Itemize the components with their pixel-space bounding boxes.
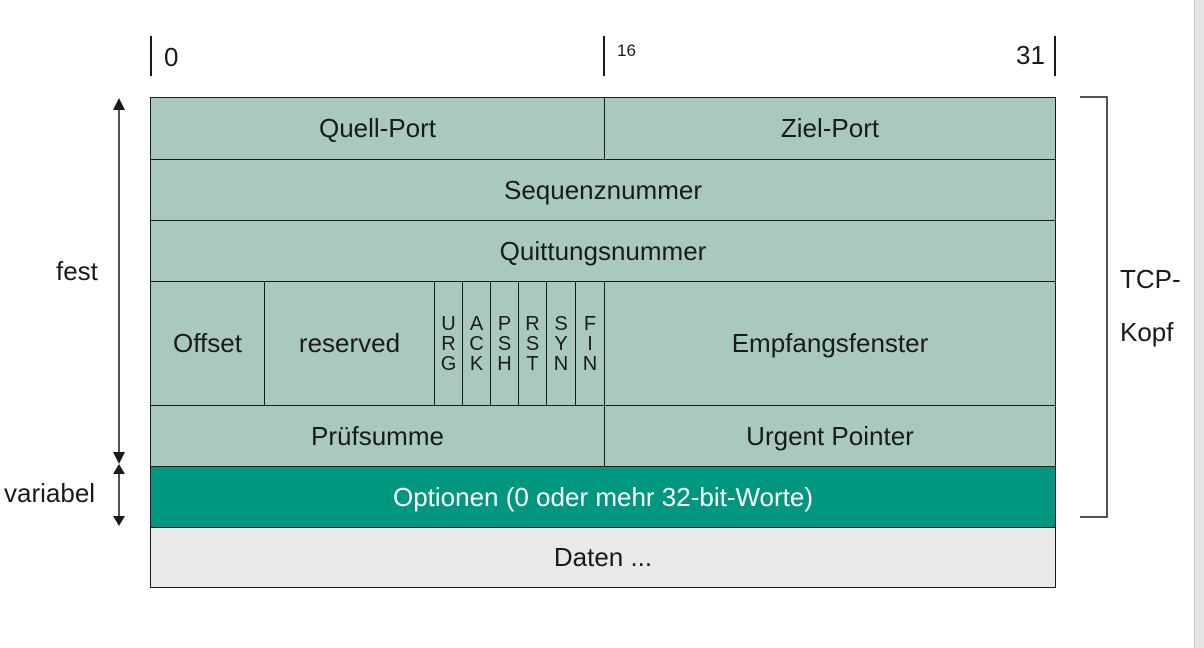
fest-arrow-head-bottom bbox=[113, 452, 125, 464]
bit-marker-0 bbox=[150, 36, 152, 76]
variabel-arrow-head-bottom bbox=[113, 516, 125, 526]
label-tcp-kopf-line1: TCP- bbox=[1120, 264, 1181, 294]
field-urgent-pointer: Urgent Pointer bbox=[604, 405, 1056, 467]
flag-rst-char-1: R bbox=[525, 312, 540, 335]
field-sequenznummer: Sequenznummer bbox=[150, 159, 1056, 221]
flag-syn-char-2: Y bbox=[554, 332, 568, 355]
flag-rst-char-2: S bbox=[525, 332, 540, 355]
bit-marker-16 bbox=[603, 36, 605, 76]
field-daten: Daten ... bbox=[150, 527, 1056, 588]
window-edge bbox=[1194, 0, 1204, 648]
flag-fin-char-3: N bbox=[582, 352, 598, 375]
flag-ack-char-2: C bbox=[469, 332, 484, 355]
flag-urg-char-3: G bbox=[440, 352, 457, 375]
bit-label-31: 31 bbox=[1016, 40, 1045, 70]
field-ziel-port: Ziel-Port bbox=[604, 97, 1056, 160]
flag-fin-char-2: I bbox=[587, 332, 593, 355]
field-empfangsfenster: Empfangsfenster bbox=[604, 281, 1056, 406]
label-tcp-kopf-line2: Kopf bbox=[1120, 317, 1174, 347]
label-variabel: variabel bbox=[4, 478, 96, 508]
field-quell-port: Quell-Port bbox=[150, 97, 605, 160]
flag-rst-char-3: T bbox=[526, 352, 539, 375]
variabel-arrow-head-top bbox=[113, 464, 125, 474]
flag-psh-char-1: P bbox=[497, 312, 512, 335]
flag-ack-char-3: K bbox=[469, 352, 484, 375]
field-reserved: reserved bbox=[264, 281, 435, 406]
bit-label-0: 0 bbox=[164, 42, 179, 72]
field-quittungsnummer: Quittungsnummer bbox=[150, 220, 1056, 282]
flag-syn-char-1: S bbox=[554, 312, 568, 335]
bit-label-16: 16 bbox=[617, 41, 636, 60]
flag-ack-char-1: A bbox=[469, 312, 484, 335]
fest-arrow-head-top bbox=[113, 98, 125, 110]
label-fest: fest bbox=[56, 256, 98, 286]
field-pruefsumme: Prüfsumme bbox=[150, 405, 605, 467]
flag-urg-char-1: U bbox=[441, 312, 456, 335]
bit-marker-31 bbox=[1054, 36, 1056, 76]
flag-syn-char-3: N bbox=[553, 352, 569, 375]
flag-fin-char-1: F bbox=[583, 312, 597, 335]
flag-urg-char-2: R bbox=[441, 332, 456, 355]
tcp-kopf-bracket bbox=[1080, 96, 1108, 518]
flag-psh-char-2: S bbox=[497, 332, 512, 355]
flag-psh-char-3: H bbox=[497, 352, 512, 375]
